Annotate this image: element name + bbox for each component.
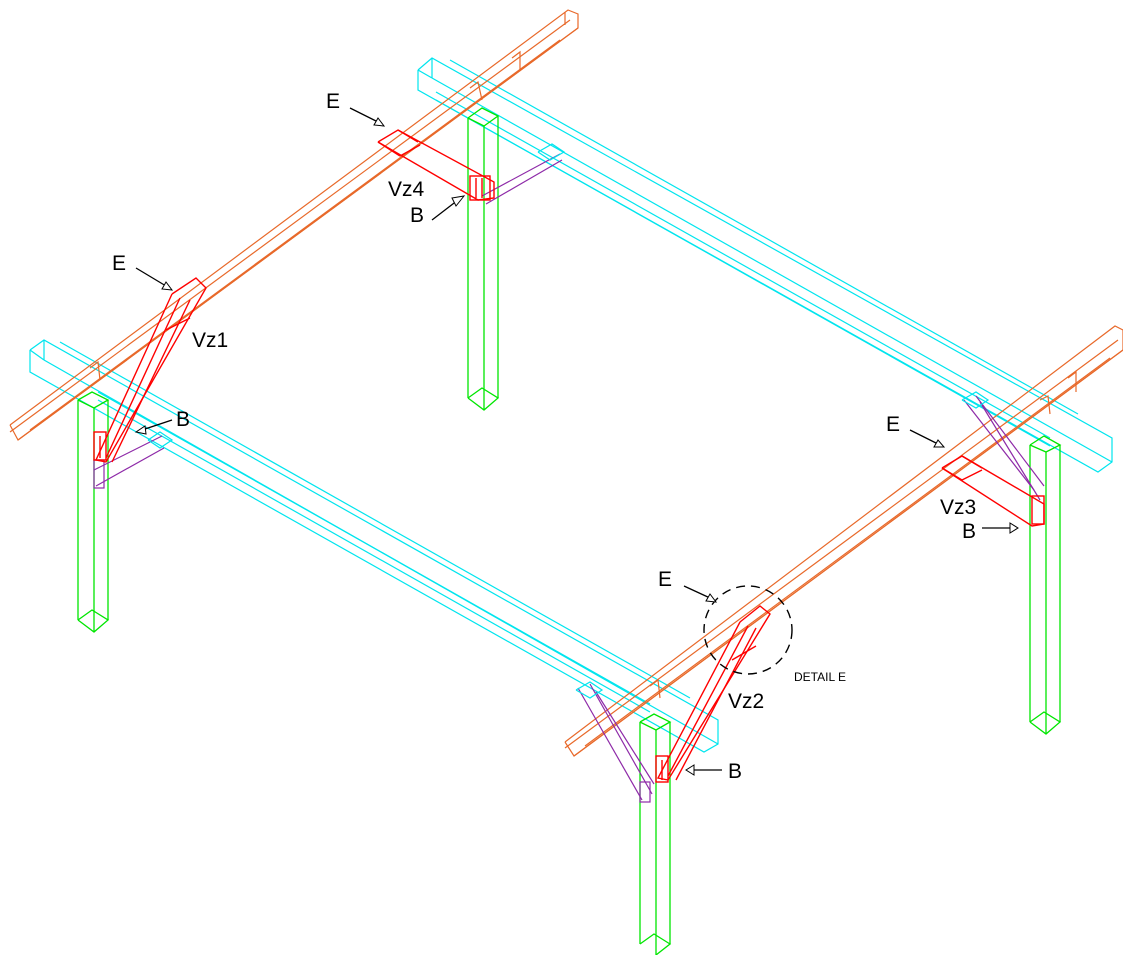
label-b-vz1: B <box>176 408 190 431</box>
detail-e-circle <box>703 585 793 675</box>
label-e-vz2: E <box>658 568 672 591</box>
arrow-b-vz2 <box>685 764 722 776</box>
label-b-vz4: B <box>410 204 424 227</box>
label-vz1: Vz1 <box>192 329 228 352</box>
post-front <box>639 713 672 955</box>
post-left <box>77 391 110 633</box>
arrow-e-vz3 <box>909 429 946 448</box>
label-detail-e: DETAIL E <box>794 670 846 684</box>
post-back <box>467 107 500 411</box>
front-eave-beam <box>29 339 719 753</box>
label-e-vz1: E <box>112 252 126 275</box>
brace-vz1 <box>93 277 207 463</box>
brace-vz2 <box>655 605 771 783</box>
arrow-b-vz1 <box>134 419 173 435</box>
arrow-b-vz3 <box>982 522 1019 534</box>
label-e-vz3: E <box>886 413 900 436</box>
brace-vz4 <box>377 129 495 201</box>
post-right <box>1029 435 1062 735</box>
arrow-b-vz4 <box>431 195 466 221</box>
right-ridge-beam <box>564 325 1123 757</box>
purple-brace-front <box>575 681 655 803</box>
purple-brace-back <box>481 143 566 205</box>
label-b-vz3: B <box>962 520 976 543</box>
label-vz2: Vz2 <box>728 690 764 713</box>
label-vz3: Vz3 <box>940 496 976 519</box>
label-e-vz4: E <box>326 90 340 113</box>
arrow-e-vz1 <box>135 267 174 291</box>
arrow-e-vz4 <box>349 107 386 127</box>
label-b-vz2: B <box>728 760 742 783</box>
brace-vz3 <box>941 455 1045 527</box>
label-vz4: Vz4 <box>388 178 425 201</box>
back-eave-beam <box>417 57 1113 473</box>
left-ridge-beam <box>9 9 579 441</box>
arrow-e-vz2 <box>683 585 718 603</box>
purple-brace-right <box>961 391 1045 501</box>
